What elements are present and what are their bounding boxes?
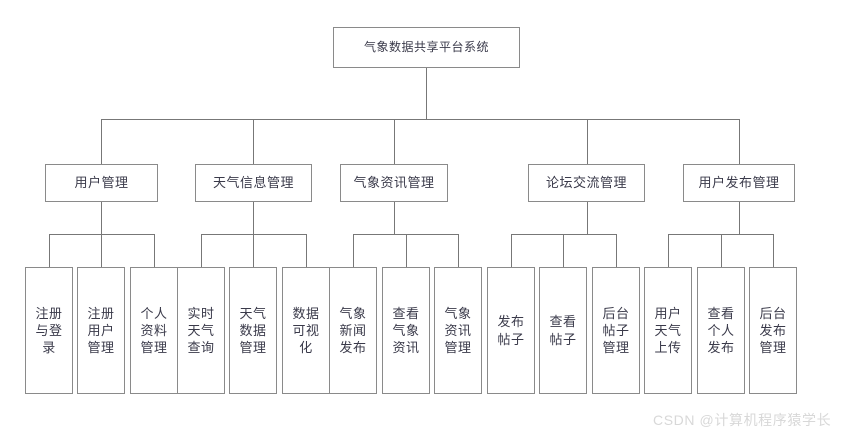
node-leaf-backend-publish-management[interactable]: 后台发布管理 (749, 267, 797, 394)
edge-branch-2-leaf-3 (306, 234, 307, 267)
edge-branch-5-down (739, 202, 740, 234)
node-branch-user-publish-management[interactable]: 用户发布管理 (683, 164, 795, 202)
node-branch-label: 天气信息管理 (212, 175, 294, 191)
node-leaf-weather-data-management[interactable]: 天气数据管理 (229, 267, 277, 394)
node-leaf-label: 实时天气查询 (187, 305, 215, 356)
node-leaf-view-personal-publish[interactable]: 查看个人发布 (697, 267, 745, 394)
edge-bus-to-branch-3 (394, 119, 395, 168)
edge-branch-3-bus (353, 234, 458, 235)
node-leaf-label: 注册用户管理 (87, 305, 115, 356)
csdn-watermark: CSDN @计算机程序猿学长 (653, 412, 832, 428)
edge-branch-5-leaf-1 (668, 234, 669, 267)
edge-branch-1-down (101, 202, 102, 234)
edge-branch-4-leaf-2 (563, 234, 564, 267)
node-branch-label: 气象资讯管理 (353, 175, 435, 191)
node-branch-label: 用户发布管理 (698, 175, 780, 191)
node-leaf-label: 气象资讯管理 (444, 305, 472, 356)
node-root-label: 气象数据共享平台系统 (363, 39, 489, 54)
node-leaf-view-post[interactable]: 查看帖子 (539, 267, 587, 394)
node-leaf-register-login[interactable]: 注册与登录 (25, 267, 73, 394)
edge-branch-5-bus (668, 234, 773, 235)
node-leaf-meteorological-news-publish[interactable]: 气象新闻发布 (329, 267, 377, 394)
node-branch-forum-management[interactable]: 论坛交流管理 (528, 164, 645, 202)
node-leaf-view-meteorological-news[interactable]: 查看气象资讯 (382, 267, 430, 394)
edge-branch-1-leaf-1 (49, 234, 50, 267)
node-leaf-data-visualization[interactable]: 数据可视化 (282, 267, 330, 394)
node-leaf-registered-user-management[interactable]: 注册用户管理 (77, 267, 125, 394)
node-leaf-user-weather-upload[interactable]: 用户天气上传 (644, 267, 692, 394)
node-leaf-label: 后台发布管理 (759, 305, 787, 356)
node-leaf-label: 后台帖子管理 (602, 305, 630, 356)
edge-branch-3-leaf-2 (406, 234, 407, 267)
edge-branch-3-leaf-3 (458, 234, 459, 267)
node-leaf-personal-profile-management[interactable]: 个人资料管理 (130, 267, 178, 394)
edge-branch-2-leaf-2 (253, 234, 254, 267)
edge-branch-5-leaf-3 (773, 234, 774, 267)
node-branch-meteorological-news-management[interactable]: 气象资讯管理 (340, 164, 448, 202)
node-leaf-backend-post-management[interactable]: 后台帖子管理 (592, 267, 640, 394)
edge-branch-2-leaf-1 (201, 234, 202, 267)
node-leaf-label: 查看帖子 (549, 314, 577, 347)
node-leaf-label: 气象新闻发布 (339, 305, 367, 356)
node-leaf-label: 发布帖子 (497, 314, 525, 347)
edge-branch-4-leaf-3 (616, 234, 617, 267)
edge-top-bus (101, 119, 740, 120)
edge-bus-to-branch-4 (587, 119, 588, 168)
edge-root-down (426, 68, 427, 119)
node-branch-label: 论坛交流管理 (545, 175, 627, 191)
node-leaf-label: 个人资料管理 (140, 305, 168, 356)
edge-bus-to-branch-5 (739, 119, 740, 168)
node-leaf-label: 查看个人发布 (707, 305, 735, 356)
edge-branch-5-leaf-2 (721, 234, 722, 267)
edge-branch-4-down (587, 202, 588, 234)
edge-branch-4-leaf-1 (511, 234, 512, 267)
node-leaf-label: 查看气象资讯 (392, 305, 420, 356)
node-leaf-publish-post[interactable]: 发布帖子 (487, 267, 535, 394)
node-leaf-meteorological-news-admin[interactable]: 气象资讯管理 (434, 267, 482, 394)
edge-branch-3-leaf-1 (353, 234, 354, 267)
node-leaf-realtime-weather-query[interactable]: 实时天气查询 (177, 267, 225, 394)
node-leaf-label: 用户天气上传 (654, 305, 682, 356)
node-root[interactable]: 气象数据共享平台系统 (333, 27, 520, 68)
node-branch-user-management[interactable]: 用户管理 (45, 164, 158, 202)
node-leaf-label: 天气数据管理 (239, 305, 267, 356)
edge-branch-1-leaf-3 (154, 234, 155, 267)
edge-branch-3-down (394, 202, 395, 234)
edge-bus-to-branch-1 (101, 119, 102, 168)
node-leaf-label: 注册与登录 (35, 305, 63, 356)
node-branch-weather-info-management[interactable]: 天气信息管理 (195, 164, 312, 202)
edge-branch-1-leaf-2 (101, 234, 102, 267)
edge-bus-to-branch-2 (253, 119, 254, 168)
edge-branch-2-down (253, 202, 254, 234)
node-leaf-label: 数据可视化 (292, 305, 320, 356)
node-branch-label: 用户管理 (74, 175, 129, 191)
